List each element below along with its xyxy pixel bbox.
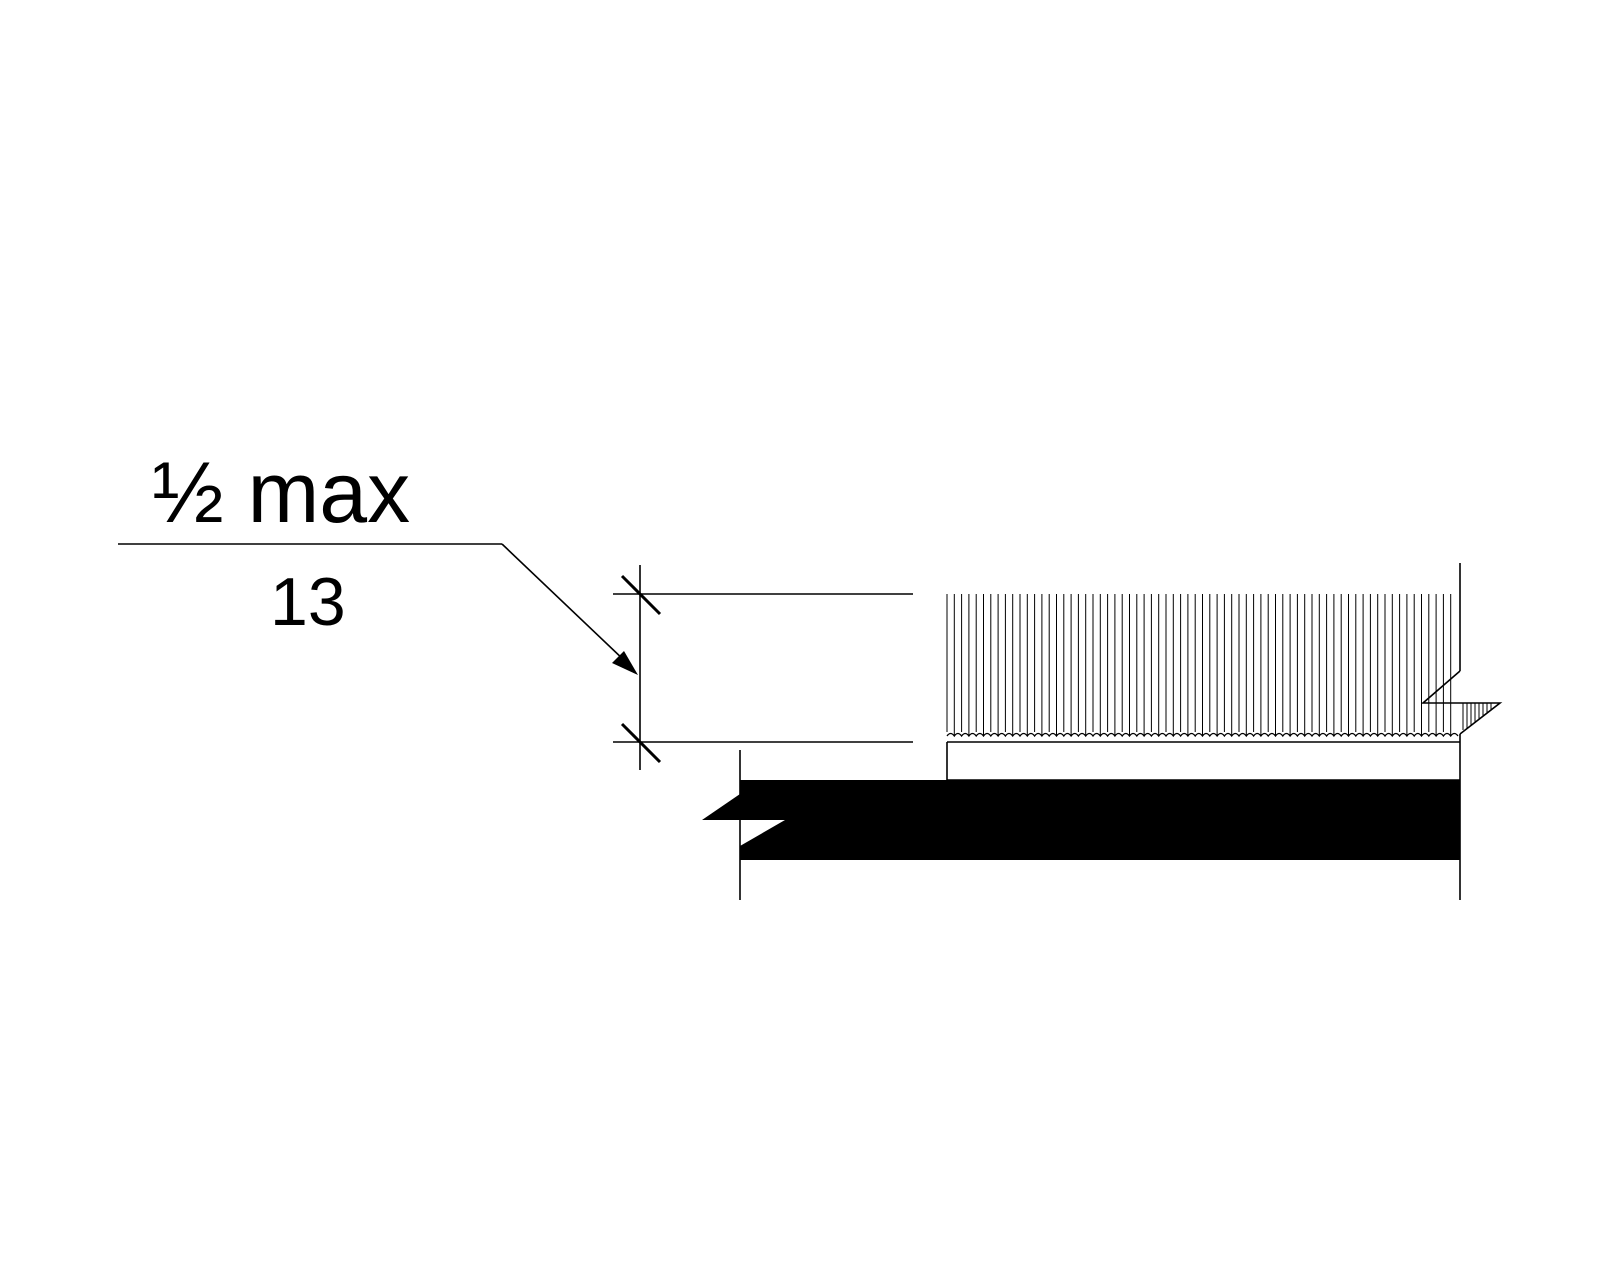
- carpet-break-hatch: [1462, 703, 1492, 730]
- dimension-label-metric: 13: [270, 564, 346, 640]
- dimension-tick-top: [620, 574, 662, 616]
- dimension-label-imperial: ½ max: [152, 445, 410, 541]
- dimension-tick-bottom: [620, 722, 662, 764]
- carpet-backing-wave: [946, 732, 1459, 738]
- carpet-break-symbol: [1420, 670, 1503, 735]
- dimension-arrowhead: [612, 651, 638, 675]
- floor-slab: [702, 780, 1460, 860]
- carpet-pile-hatch: [946, 594, 1452, 736]
- dimension-leader-diagonal: [501, 543, 627, 663]
